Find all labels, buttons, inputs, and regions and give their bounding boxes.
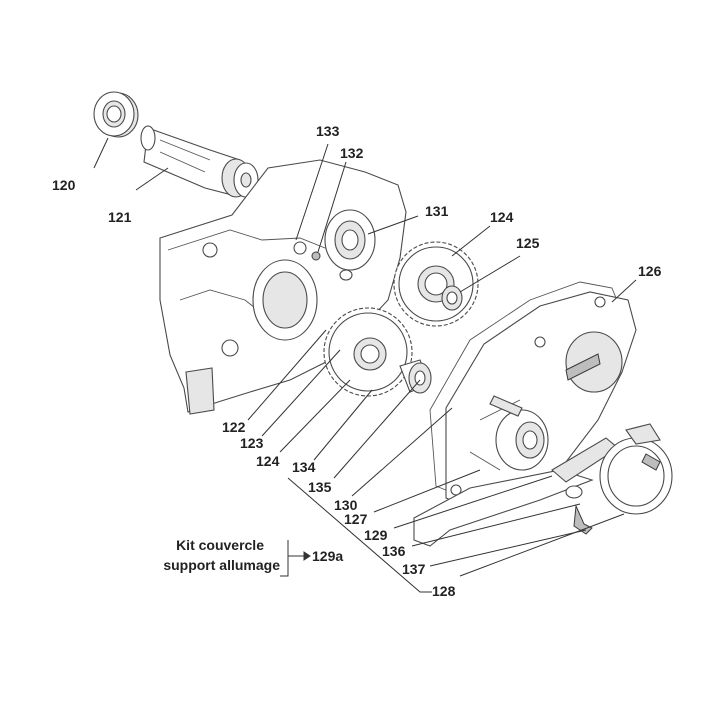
shaft-part [140,125,259,198]
label-131: 131 [425,203,449,219]
label-121: 121 [108,209,132,225]
label-130: 130 [334,497,358,513]
gear-upper-part [393,241,479,327]
label-125: 125 [516,235,540,251]
label-134: 134 [292,459,316,475]
clamp-ring-part [599,423,673,515]
label-135: 135 [308,479,332,495]
label-128: 128 [432,583,456,599]
washer-part [441,285,463,311]
label-132: 132 [340,145,364,161]
kit-caption: Kit couvercle support allumage [163,537,280,573]
label-124-lower: 124 [256,453,280,469]
leader-lines [93,137,637,593]
label-136: 136 [382,543,406,559]
label-133: 133 [316,123,340,139]
label-126: 126 [638,263,662,279]
label-129: 129 [364,527,388,543]
bearing-part [93,91,139,138]
bushing-part [399,359,432,394]
label-123: 123 [240,435,264,451]
kit-caption-line-2: support allumage [163,557,280,573]
part-labels: 120 121 133 132 131 124 125 126 122 123 … [52,123,662,599]
crankcase-part [159,159,407,415]
gear-lower-part [323,307,413,397]
label-127: 127 [344,511,368,527]
label-129a: 129a [312,548,343,564]
label-120: 120 [52,177,76,193]
label-122: 122 [222,419,246,435]
label-137: 137 [402,561,426,577]
label-124-upper: 124 [490,209,514,225]
cover-part [445,291,637,513]
kit-caption-line-1: Kit couvercle [176,537,264,553]
